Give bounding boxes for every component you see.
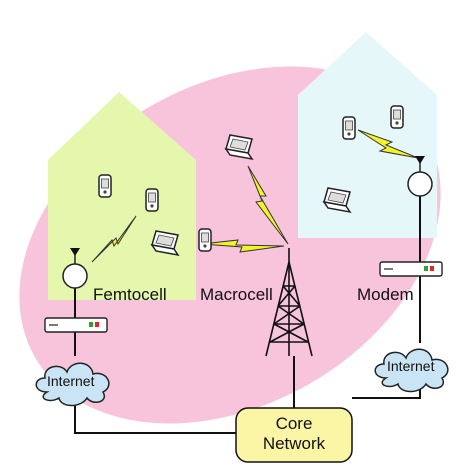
macrocell-label: Macrocell <box>200 285 273 304</box>
laptop-icon <box>151 230 179 256</box>
internet-left-label: Internet <box>47 373 95 389</box>
router-icon <box>379 261 443 277</box>
phone-icon <box>342 116 356 140</box>
femtocell-label: Femtocell <box>93 285 167 304</box>
core-network-line2: Network <box>262 434 326 453</box>
internet-right-label: Internet <box>387 358 435 374</box>
lightning-bolt-icon <box>91 129 419 263</box>
laptop-icon <box>323 187 351 213</box>
tower-icon <box>265 248 313 357</box>
phone-icon <box>98 174 112 198</box>
modem-label: Modem <box>357 285 414 304</box>
core-network-label: Core Network <box>236 414 352 454</box>
phone-icon <box>390 105 404 129</box>
phone-icon <box>145 188 159 212</box>
phone-icon <box>198 228 212 252</box>
core-network-box <box>235 407 353 463</box>
router-icon <box>44 317 108 333</box>
core-network-line1: Core <box>275 414 313 433</box>
laptop-icon <box>225 134 253 160</box>
